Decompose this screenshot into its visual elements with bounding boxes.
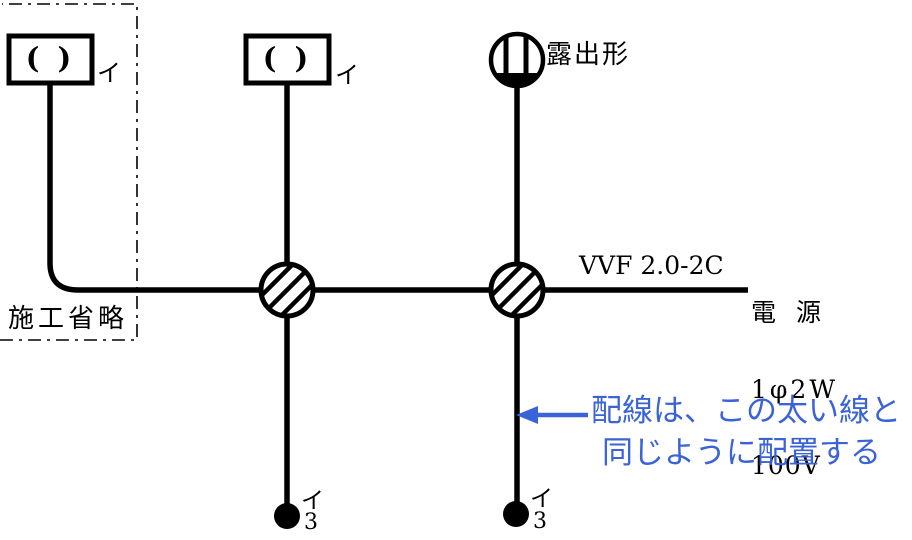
power-source-label: 電 源 1φ2W 100V — [751, 249, 838, 530]
power-title: 電 源 — [751, 298, 827, 327]
note-arrow-icon — [516, 406, 588, 424]
power-phase: 1φ2W — [751, 374, 839, 404]
junction-box-right-icon — [488, 261, 546, 319]
wire-main-run — [47, 83, 748, 293]
wiring-note-line1: 配線は、この太い線と — [591, 393, 901, 429]
switch-right-circuit-label: イ — [530, 486, 553, 512]
fluorescent-lamp-left-icon — [6, 33, 95, 86]
fluorescent-lamp-mid-symbol: ( ) — [262, 41, 313, 75]
junction-box-left-icon — [258, 261, 316, 319]
rosette-type-label: 露出形 — [546, 40, 631, 70]
cable-spec-label: VVF 2.0-2C — [579, 251, 724, 280]
switch-right-icon — [503, 501, 529, 527]
omitted-region-border — [0, 3, 138, 341]
power-voltage: 100V — [751, 451, 821, 480]
fluorescent-lamp-left-symbol: ( ) — [25, 41, 76, 75]
switch-left-way-label: 3 — [304, 510, 318, 535]
switch-left-icon — [274, 503, 300, 529]
fluorescent-lamp-mid-icon — [243, 33, 332, 86]
switch-right-way-label: 3 — [533, 509, 547, 534]
lamp-mid-circuit-label: イ — [335, 61, 359, 89]
wiring-note-line2: 同じように配置する — [602, 435, 881, 471]
construction-omitted-label: 施工省略 — [8, 304, 129, 334]
ceiling-rosette-icon — [488, 31, 546, 89]
lamp-left-circuit-label: イ — [97, 59, 121, 87]
switch-left-circuit-label: イ — [301, 488, 324, 514]
